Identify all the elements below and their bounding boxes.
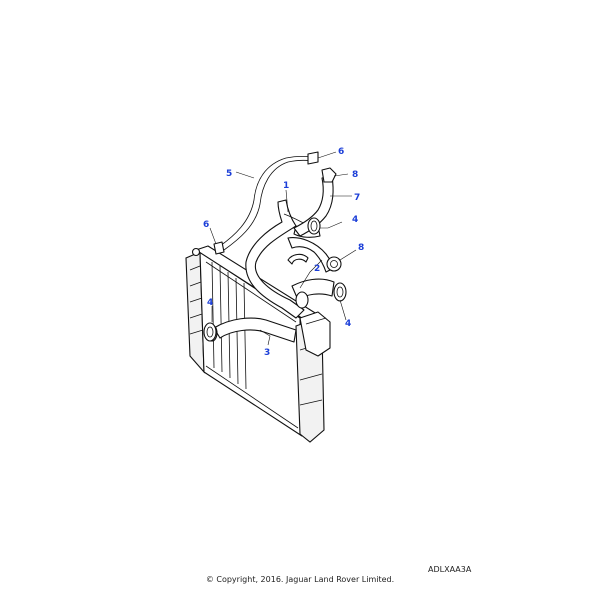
callout-5: 5 xyxy=(226,169,232,179)
callout-1: 1 xyxy=(283,181,289,191)
callout-2: 2 xyxy=(314,264,320,274)
clamp-4-left xyxy=(203,322,217,342)
leader-lines xyxy=(209,151,357,346)
hose-5 xyxy=(219,155,313,251)
loose-clamp xyxy=(287,253,309,265)
clamp-4-upper xyxy=(307,217,321,235)
callout-8-upper: 8 xyxy=(352,170,358,180)
callout-4-left: 4 xyxy=(207,298,213,308)
callout-7: 7 xyxy=(354,193,360,203)
reference-code: ADLXAA3A xyxy=(428,565,472,574)
clamp-8-lower xyxy=(326,256,342,272)
clamp-8-upper xyxy=(321,167,337,183)
clamp-4-lower xyxy=(295,282,347,309)
callout-4-lower: 4 xyxy=(345,319,351,329)
hose-7 xyxy=(293,175,334,237)
callout-8-lower: 8 xyxy=(358,243,364,253)
callout-6-upper: 6 xyxy=(338,147,344,157)
hose-2 xyxy=(287,237,335,301)
callout-6-lower: 6 xyxy=(203,220,209,230)
copyright-notice: © Copyright, 2016. Jaguar Land Rover Lim… xyxy=(205,575,395,584)
clip-6-lower xyxy=(213,241,225,255)
clip-6-upper xyxy=(307,151,319,165)
callout-4-upper: 4 xyxy=(352,215,358,225)
callout-3: 3 xyxy=(264,348,270,358)
